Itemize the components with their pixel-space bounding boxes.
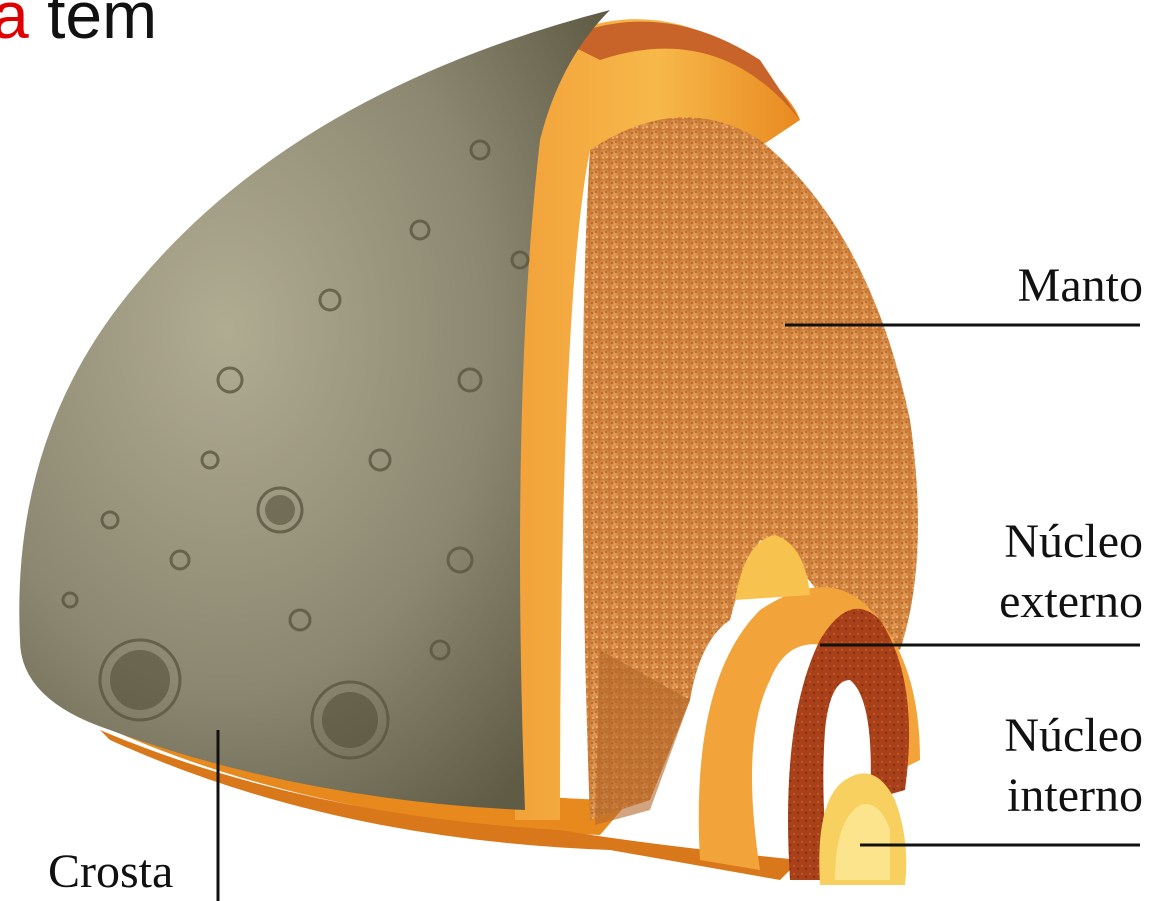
label-crosta: Crosta xyxy=(48,848,173,896)
crust-dome xyxy=(19,10,610,810)
label-nucleo-externo-line1: Núcleo xyxy=(1004,518,1143,566)
label-nucleo-interno-line2: interno xyxy=(1007,772,1143,820)
label-manto: Manto xyxy=(1018,262,1143,310)
label-nucleo-interno-line1: Núcleo xyxy=(1004,712,1143,760)
label-nucleo-externo-line2: externo xyxy=(999,578,1143,626)
